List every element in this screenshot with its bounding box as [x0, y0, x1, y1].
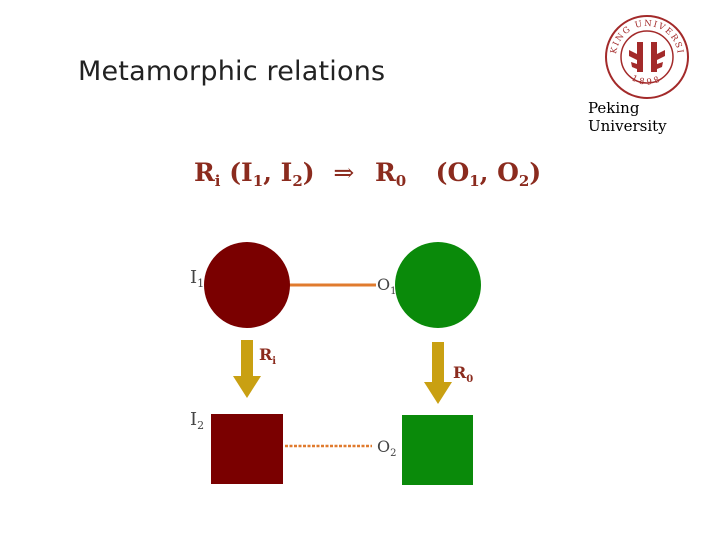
- arrow-ro: [424, 342, 452, 404]
- arrow-ri: [233, 340, 261, 398]
- logo-year: 1898: [630, 74, 662, 88]
- formula-i2: I2: [280, 158, 303, 190]
- formula-ri: Ri: [194, 158, 221, 190]
- logo-caption: Peking University: [588, 99, 667, 135]
- formula-i1: I1: [241, 158, 264, 190]
- input1-circle: [204, 242, 290, 328]
- label-ro: R0: [453, 363, 473, 385]
- output1-circle: [395, 242, 481, 328]
- relation-formula: Ri (I1, I2) ⇒ R0 (O1, O2): [194, 158, 542, 190]
- formula-ro: R0: [374, 158, 407, 190]
- label-i1: I1: [190, 267, 204, 290]
- input2-square: [211, 414, 283, 484]
- formula-o1: O1: [447, 158, 480, 190]
- label-o2: O2: [377, 437, 397, 459]
- svg-text:1898: 1898: [630, 74, 665, 88]
- output2-square: [402, 415, 473, 485]
- implies-arrow: ⇒: [333, 158, 355, 187]
- label-ri: Ri: [259, 345, 276, 367]
- slide-title: Metamorphic relations: [78, 56, 386, 87]
- label-i2: I2: [190, 409, 204, 432]
- peking-university-logo: PEKING UNIVERSITY 1898: [604, 14, 689, 99]
- formula-o2: O2: [497, 158, 530, 190]
- label-o1: O1: [377, 275, 397, 297]
